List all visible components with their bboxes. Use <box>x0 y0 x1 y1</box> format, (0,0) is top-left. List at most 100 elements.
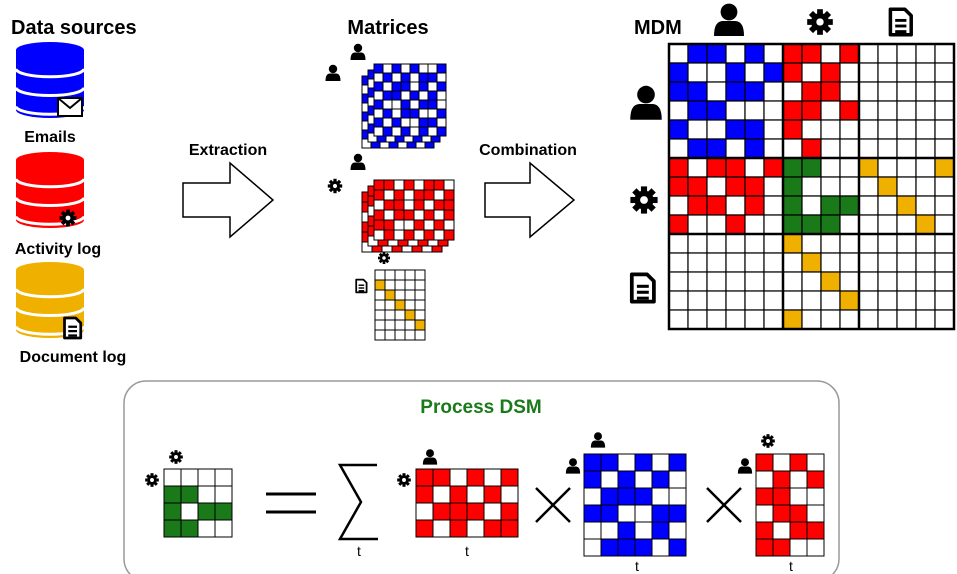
mdm-cell <box>877 157 898 178</box>
mdm-cell <box>896 176 917 197</box>
mdm-cell <box>763 176 784 197</box>
matrix-cell <box>373 219 385 231</box>
mdm-cell <box>763 119 784 140</box>
mdm-cell <box>725 81 746 102</box>
mdm-cell <box>934 119 955 140</box>
mdm-cell <box>668 157 689 178</box>
gear-icon <box>327 178 343 194</box>
matrix-cell <box>404 319 416 331</box>
mdm-cell <box>820 157 841 178</box>
mdm-cell <box>858 138 879 159</box>
gear-icon <box>378 252 390 264</box>
mdm-cell <box>668 195 689 216</box>
gear-icon <box>59 209 77 227</box>
matrix-cell <box>772 521 791 540</box>
mdm-cell <box>782 157 803 178</box>
mdm-cell <box>839 100 860 121</box>
matrix-cell <box>391 99 402 110</box>
mdm-cell <box>934 138 955 159</box>
mdm-cell <box>934 290 955 311</box>
mdm-cell <box>725 62 746 83</box>
matrix-cell <box>443 199 455 211</box>
matrix-cell <box>583 487 602 506</box>
mdm-cell <box>744 309 765 330</box>
person-icon <box>630 85 662 120</box>
mdm-cell <box>706 271 727 292</box>
matrix-cell <box>403 199 415 211</box>
mdm-cell <box>668 271 689 292</box>
mdm-cell <box>706 138 727 159</box>
matrix-cell <box>755 453 774 472</box>
matrix-cell <box>443 179 455 191</box>
matrix-cell <box>789 470 808 489</box>
matrix-cell <box>436 90 447 101</box>
person-icon <box>714 3 744 37</box>
source-label-document-log: Document log <box>20 349 127 366</box>
mdm-cell <box>706 176 727 197</box>
matrix-cell <box>418 90 429 101</box>
mdm-cell <box>915 195 936 216</box>
mdm-cell <box>820 62 841 83</box>
matrix-cell <box>409 72 420 83</box>
document-icon <box>629 272 656 304</box>
person-icon <box>350 153 366 170</box>
mdm-cell <box>725 100 746 121</box>
matrix-cell <box>404 309 416 321</box>
source-label-emails: Emails <box>24 129 76 146</box>
matrix-cell <box>436 108 447 119</box>
mdm-cell <box>744 252 765 273</box>
matrix-cell <box>413 229 425 241</box>
mdm-cell <box>706 214 727 235</box>
mdm-cell <box>934 81 955 102</box>
matrix-cell <box>418 117 429 128</box>
mdm-cell <box>668 176 689 197</box>
mdm-cell <box>915 309 936 330</box>
matrix-cell <box>394 309 406 321</box>
matrix-cell <box>449 468 468 487</box>
mdm-cell <box>706 195 727 216</box>
mdm-cell <box>896 81 917 102</box>
mdm-cell <box>858 309 879 330</box>
matrix-cell <box>634 521 653 540</box>
mdm-cell <box>725 157 746 178</box>
matrix-cell <box>668 538 687 557</box>
mdm-cell <box>744 62 765 83</box>
matrix-cell <box>413 219 425 231</box>
mdm-cell <box>706 309 727 330</box>
mdm-cell <box>782 138 803 159</box>
matrix-cell <box>500 468 519 487</box>
matrix-cell <box>617 538 636 557</box>
matrix-cell <box>436 72 447 83</box>
matrix-cell <box>400 108 411 119</box>
mdm-cell <box>896 309 917 330</box>
matrix-cell <box>806 453 825 472</box>
matrix-cell <box>391 117 402 128</box>
matrix-cell <box>404 329 416 341</box>
mdm-cell <box>820 81 841 102</box>
matrix-cell <box>374 279 386 291</box>
mdm-cell <box>820 271 841 292</box>
mdm-cell <box>915 233 936 254</box>
matrix-cell <box>373 108 384 119</box>
mdm-cell <box>934 252 955 273</box>
matrix-cell <box>400 72 411 83</box>
mdm-cell <box>687 214 708 235</box>
matrix-cell <box>600 453 619 472</box>
mdm-cell <box>877 100 898 121</box>
matrix-cell <box>404 269 416 281</box>
mdm-cell <box>877 271 898 292</box>
matrix-cell <box>600 521 619 540</box>
mdm-cell <box>839 43 860 64</box>
mdm-cell <box>820 309 841 330</box>
mdm-cell <box>877 138 898 159</box>
matrix-cell <box>443 219 455 231</box>
mdm-cell <box>744 100 765 121</box>
mdm-cell <box>820 176 841 197</box>
matrix-cell <box>373 199 385 211</box>
document-icon <box>888 7 913 37</box>
matrix-cell <box>583 521 602 540</box>
mdm-cell <box>877 62 898 83</box>
index-label-t: t <box>635 558 639 574</box>
mdm-cell <box>839 309 860 330</box>
mdm-cell <box>668 252 689 273</box>
